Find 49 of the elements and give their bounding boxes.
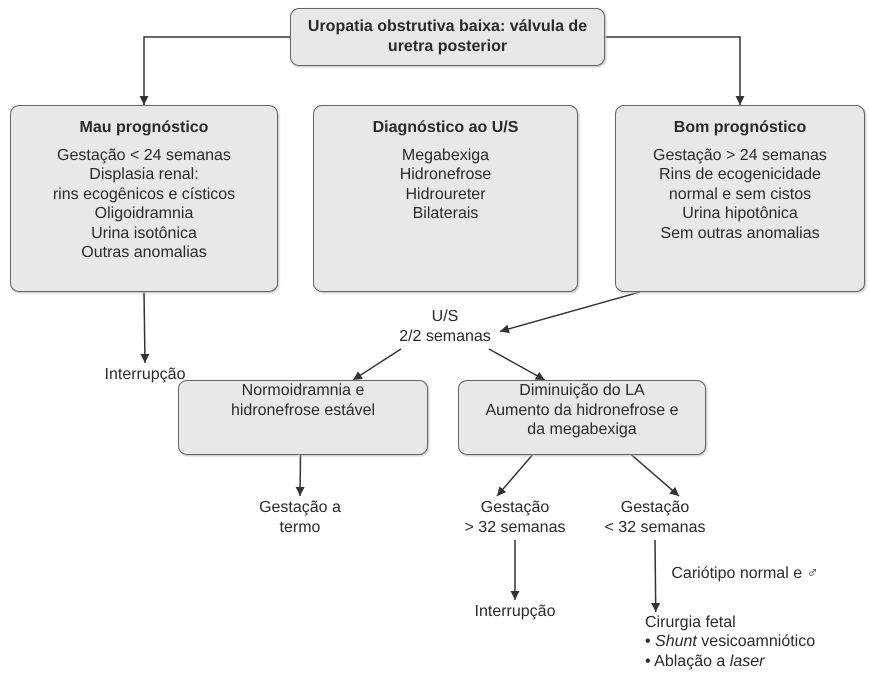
arrow <box>500 291 640 334</box>
box-text: 2/2 semanas <box>399 327 491 347</box>
arrow <box>488 348 546 381</box>
box-text: Sem outras anomalias <box>660 224 820 244</box>
box-heading: Diagnóstico ao U/S <box>372 118 518 138</box>
box-heading: Bom prognóstico <box>674 118 806 138</box>
box-text: Urina isotônica <box>91 224 197 244</box>
box-text: Oligoidramnia <box>94 204 194 224</box>
box-text: Aumento da hidronefrose e da megabexiga <box>484 400 680 440</box>
arrow <box>510 540 520 600</box>
box-text: • Shunt vesicoamniótico <box>645 632 816 652</box>
box-text: Gestação > 24 semanas <box>653 146 827 166</box>
arrow <box>352 348 402 381</box>
arrow <box>651 540 660 612</box>
flow-text: Interrupção <box>460 600 570 624</box>
arrow <box>605 36 744 105</box>
box-text: < 32 semanas <box>604 518 706 538</box>
box-text: Gestação <box>620 498 690 518</box>
box-text: Hidroureter <box>405 184 486 204</box>
box-heading: Mau prognóstico <box>80 118 208 138</box>
box-text: Displasia renal: <box>89 165 199 185</box>
box-text: Gestação <box>480 498 550 518</box>
arrow <box>140 36 290 105</box>
box-text: Uropatia obstrutiva baixa: válvula de uretra posterior <box>306 17 588 56</box>
box-text: Urina hipotônica <box>682 204 798 224</box>
arrow <box>496 454 533 496</box>
box-text: Bilaterais <box>412 204 478 224</box>
process-box <box>313 105 578 292</box>
box-text: > 32 semanas <box>464 518 566 538</box>
arrow <box>631 454 680 497</box>
box-text: Outras anomalias <box>81 243 207 263</box>
box-text: U/S <box>432 307 458 327</box>
box-text: • Ablação a laser <box>645 652 764 672</box>
process-box <box>290 8 605 66</box>
process-box <box>458 380 706 455</box>
box-text: Hidronefrose <box>400 165 492 185</box>
flow-text: Interrupção <box>90 363 200 387</box>
box-text: Normoidramnia e hidronefrose estável <box>230 381 376 420</box>
process-box <box>10 105 278 292</box>
box-text: Rins de ecogenicidade normal e sem cistos <box>658 165 822 204</box>
box-text: Cirurgia fetal <box>645 612 736 632</box>
box-text: Diminuição do LA <box>519 381 645 401</box>
flow-text: Gestação a termo <box>250 496 350 540</box>
box-text: Gestação < 24 semanas <box>57 146 231 166</box>
process-box <box>615 105 865 292</box>
arrow <box>296 454 305 496</box>
box-text: Megabexiga <box>402 146 490 166</box>
box-text: rins ecogênicos e císticos <box>52 184 236 204</box>
arrow <box>140 292 150 364</box>
